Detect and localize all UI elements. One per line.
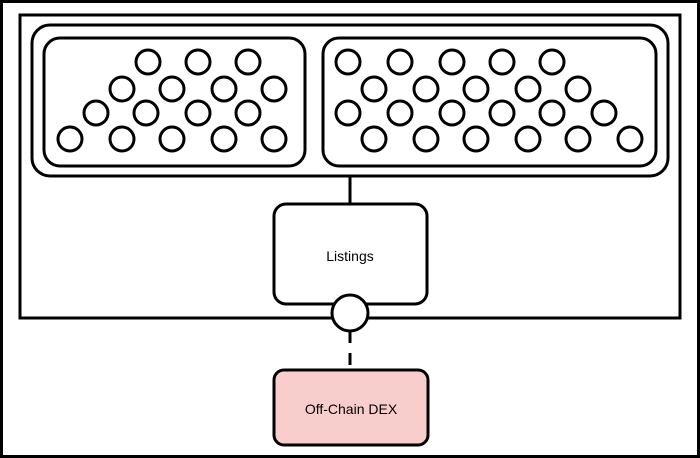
right-node-cluster-node: [514, 75, 542, 103]
right-node-cluster-node: [564, 75, 592, 103]
left-node-cluster-node: [82, 99, 110, 127]
left-node-cluster-node: [260, 125, 288, 153]
left-node-cluster-node: [210, 125, 238, 153]
right-node-cluster-node: [386, 48, 414, 76]
interface-circle: [330, 293, 370, 333]
right-node-cluster-node: [412, 75, 440, 103]
right-node-cluster-node: [334, 48, 362, 76]
listings-label: Listings: [326, 248, 373, 264]
right-node-cluster-node: [488, 48, 516, 76]
right-node-cluster-node: [488, 99, 516, 127]
off-chain-dex-label: Off-Chain DEX: [305, 401, 398, 417]
left-node-cluster-node: [210, 75, 238, 103]
right-node-cluster-node: [360, 125, 388, 153]
right-node-cluster-node: [564, 125, 592, 153]
right-node-cluster-node: [538, 48, 566, 76]
right-node-cluster-node: [334, 99, 362, 127]
left-node-cluster-node: [132, 99, 160, 127]
right-node-cluster-node: [514, 125, 542, 153]
right-node-cluster-node: [386, 99, 414, 127]
left-node-cluster-node: [184, 99, 212, 127]
left-node-cluster-node: [134, 48, 162, 76]
left-node-cluster-node: [158, 125, 186, 153]
right-node-cluster-node: [462, 75, 490, 103]
right-node-cluster-node: [462, 125, 490, 153]
left-cluster-box: [42, 36, 307, 168]
right-node-cluster-node: [438, 48, 466, 76]
off-chain-dex-box[interactable]: [272, 368, 430, 447]
right-cluster-box: [321, 36, 658, 168]
right-node-cluster-node: [590, 99, 618, 127]
left-node-cluster-node: [234, 48, 262, 76]
right-node-cluster-node: [412, 125, 440, 153]
right-node-cluster-node: [538, 99, 566, 127]
left-node-cluster-node: [158, 75, 186, 103]
nodes-layer: [56, 48, 644, 153]
left-node-cluster-node: [234, 99, 262, 127]
left-node-cluster-node: [108, 75, 136, 103]
right-node-cluster-node: [616, 125, 644, 153]
right-node-cluster-node: [438, 99, 466, 127]
left-node-cluster-node: [56, 125, 84, 153]
left-node-cluster-node: [108, 125, 136, 153]
right-node-cluster-node: [360, 75, 388, 103]
left-node-cluster-node: [260, 75, 288, 103]
left-node-cluster-node: [184, 48, 212, 76]
